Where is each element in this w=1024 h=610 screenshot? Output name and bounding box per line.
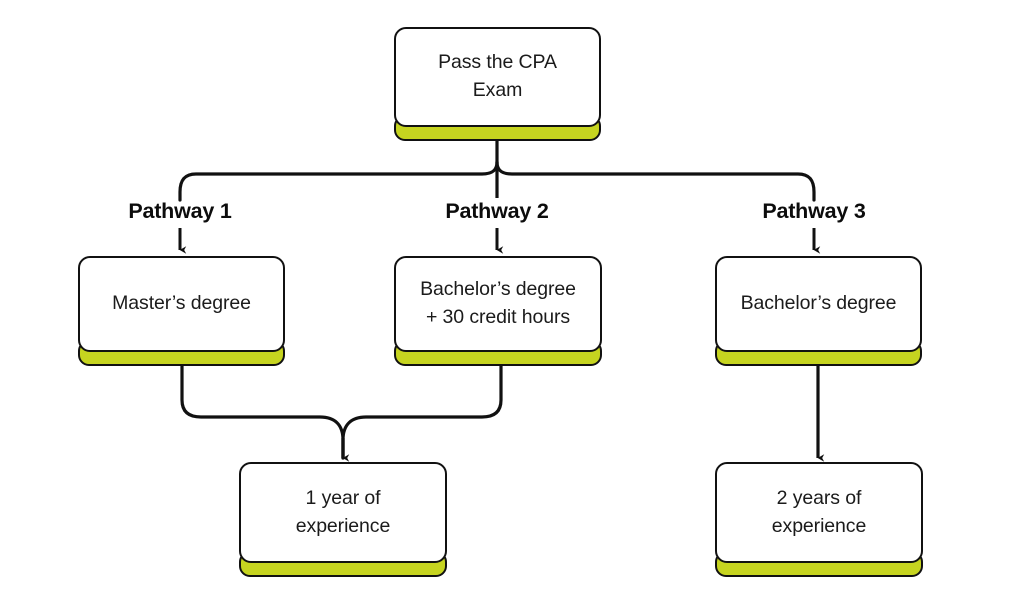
node-bachelors-degree[interactable]: Bachelor’s degree <box>715 256 922 366</box>
node-face: 1 year of experience <box>239 462 447 563</box>
node-label: Bachelor’s degree <box>740 292 897 315</box>
node-label: Bachelor’s degree + 30 credit hours <box>420 278 576 328</box>
pathway-2-caption: Pathway 2 <box>445 199 549 224</box>
node-label: Master’s degree <box>112 292 251 315</box>
node-masters-degree[interactable]: Master’s degree <box>78 256 285 366</box>
pathway-label: Pathway 2 <box>445 199 549 223</box>
pathway-label: Pathway 3 <box>762 199 866 223</box>
pathway-3-caption: Pathway 3 <box>762 199 866 224</box>
node-face: Bachelor’s degree <box>715 256 922 352</box>
node-two-years-of-experience[interactable]: 2 years of experience <box>715 462 923 577</box>
node-face: Pass the CPA Exam <box>394 27 601 127</box>
node-face: Bachelor’s degree + 30 credit hours <box>394 256 602 352</box>
node-one-year-of-experience[interactable]: 1 year of experience <box>239 462 447 577</box>
edge-bachelors-plus-to-one-year <box>341 350 503 460</box>
node-label: 2 years of experience <box>771 486 867 537</box>
node-face: 2 years of experience <box>715 462 923 563</box>
node-label: Pass the CPA Exam <box>438 51 557 101</box>
edge-root-to-pathway-3 <box>495 160 816 202</box>
node-label: 1 year of experience <box>295 486 391 537</box>
pathway-label: Pathway 1 <box>128 199 232 223</box>
node-pass-cpa-exam[interactable]: Pass the CPA Exam <box>394 27 601 141</box>
node-bachelors-degree-plus-credits[interactable]: Bachelor’s degree + 30 credit hours <box>394 256 602 366</box>
edge-masters-to-one-year <box>180 350 345 460</box>
node-face: Master’s degree <box>78 256 285 352</box>
edge-root-to-pathway-1 <box>178 160 499 202</box>
pathway-1-caption: Pathway 1 <box>128 199 232 224</box>
